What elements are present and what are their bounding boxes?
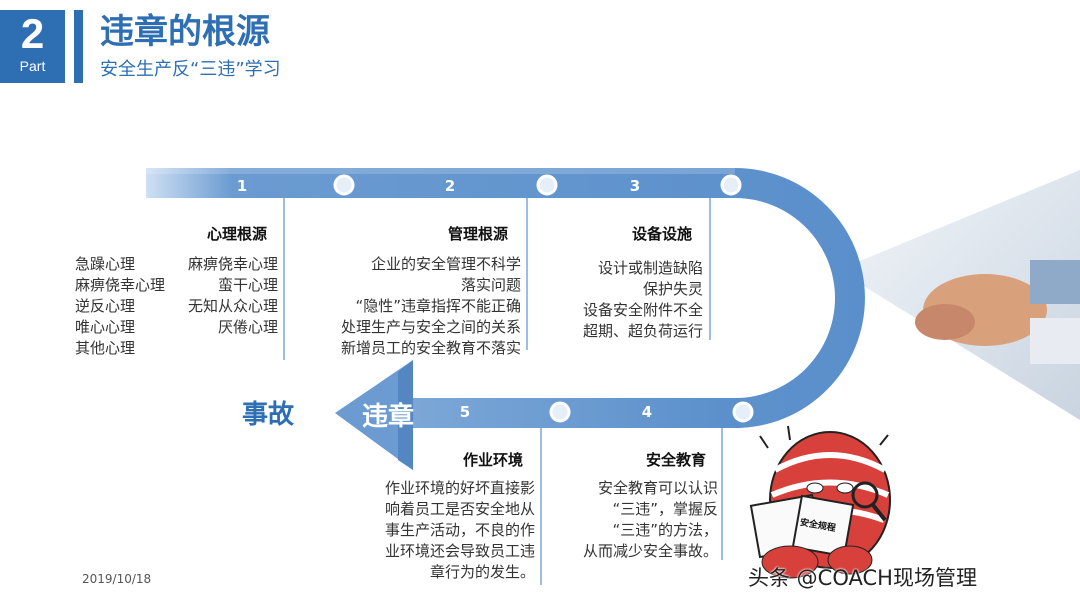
step-3-number: 3 [629, 177, 641, 195]
list-item: 蛮干心理 [217, 276, 278, 294]
top-track [146, 168, 865, 428]
node-1 [333, 174, 355, 196]
list-item: 从而减少安全事故。 [582, 542, 718, 560]
step-3-heading: 设备设施 [632, 225, 693, 243]
list-item: 无知从众心理 [187, 297, 278, 315]
list-item: “三违”，掌握反 [612, 500, 718, 518]
list-item: 厌倦心理 [217, 318, 278, 336]
slide-date: 2019/10/18 [82, 572, 152, 586]
step-2-number: 2 [444, 177, 456, 195]
list-item: 超期、超负荷运行 [582, 322, 703, 340]
step-4-heading: 安全教育 [646, 451, 707, 469]
step-1-left-list: 急躁心理 麻痹侥幸心理 逆反心理 唯心心理 其他心理 [75, 254, 165, 359]
accident-label: 事故 [242, 400, 295, 430]
worker-cartoon-icon [749, 425, 891, 579]
step-1-number: 1 [236, 177, 248, 195]
list-item: 落实问题 [460, 276, 521, 294]
node-4 [732, 401, 754, 423]
list-item: 业环境还会导致员工违 [384, 542, 535, 560]
list-item: 设计或制造缺陷 [597, 259, 703, 277]
step-5-number: 5 [459, 403, 471, 421]
list-item: 保护失灵 [642, 280, 703, 298]
step-1-heading: 心理根源 [207, 225, 268, 243]
step-5-heading: 作业环境 [463, 451, 524, 469]
list-item: 唯心心理 [75, 318, 136, 336]
step-1-right-list: 麻痹侥幸心理 蛮干心理 无知从众心理 厌倦心理 [168, 254, 278, 338]
list-item: 事生产活动，不良的作 [384, 521, 535, 539]
part-badge: 2 Part [0, 10, 65, 83]
list-item: 逆反心理 [75, 297, 136, 315]
list-item: 章行为的发生。 [429, 563, 535, 581]
list-item: 处理生产与安全之间的关系 [340, 318, 521, 336]
list-item: “隐性”违章指挥不能正确 [355, 297, 521, 315]
node-2 [536, 174, 558, 196]
list-item: 作业环境的好坏直接影 [384, 479, 535, 497]
step-3-list: 设计或制造缺陷 保护失灵 设备安全附件不全 超期、超负荷运行 [545, 258, 703, 342]
list-item: 麻痹侥幸心理 [75, 276, 166, 294]
step-2-heading: 管理根源 [448, 225, 509, 243]
node-5 [549, 401, 571, 423]
page-title: 违章的根源 [100, 12, 270, 52]
arrow-head [335, 360, 413, 470]
list-item: 安全教育可以认识 [597, 479, 718, 497]
step-2-list: 企业的安全管理不科学 落实问题 “隐性”违章指挥不能正确 处理生产与安全之间的关… [296, 254, 521, 359]
list-item: 设备安全附件不全 [582, 301, 703, 319]
list-item: 麻痹侥幸心理 [187, 255, 278, 273]
part-number: 2 [20, 10, 45, 57]
watermark: 头条 @COACH现场管理 [748, 566, 977, 590]
list-item: 其他心理 [75, 339, 136, 357]
list-item: 新增员工的安全教育不落实 [340, 339, 521, 357]
list-item: 企业的安全管理不科学 [370, 255, 521, 273]
step-5-list: 作业环境的好坏直接影 响着员工是否安全地从 事生产活动，不良的作 业环境还会导致… [340, 478, 535, 583]
list-item: 急躁心理 [75, 255, 136, 273]
step-4-number: 4 [641, 403, 653, 421]
part-label: Part [19, 58, 46, 74]
list-item: “三违”的方法， [612, 521, 718, 539]
violation-label: 违章 [362, 402, 415, 432]
header-divider [74, 10, 83, 83]
node-3 [720, 174, 742, 196]
list-item: 响着员工是否安全地从 [384, 500, 535, 518]
step-4-list: 安全教育可以认识 “三违”，掌握反 “三违”的方法， 从而减少安全事故。 [560, 478, 718, 562]
page-subtitle: 安全生产反“三违”学习 [100, 59, 281, 80]
